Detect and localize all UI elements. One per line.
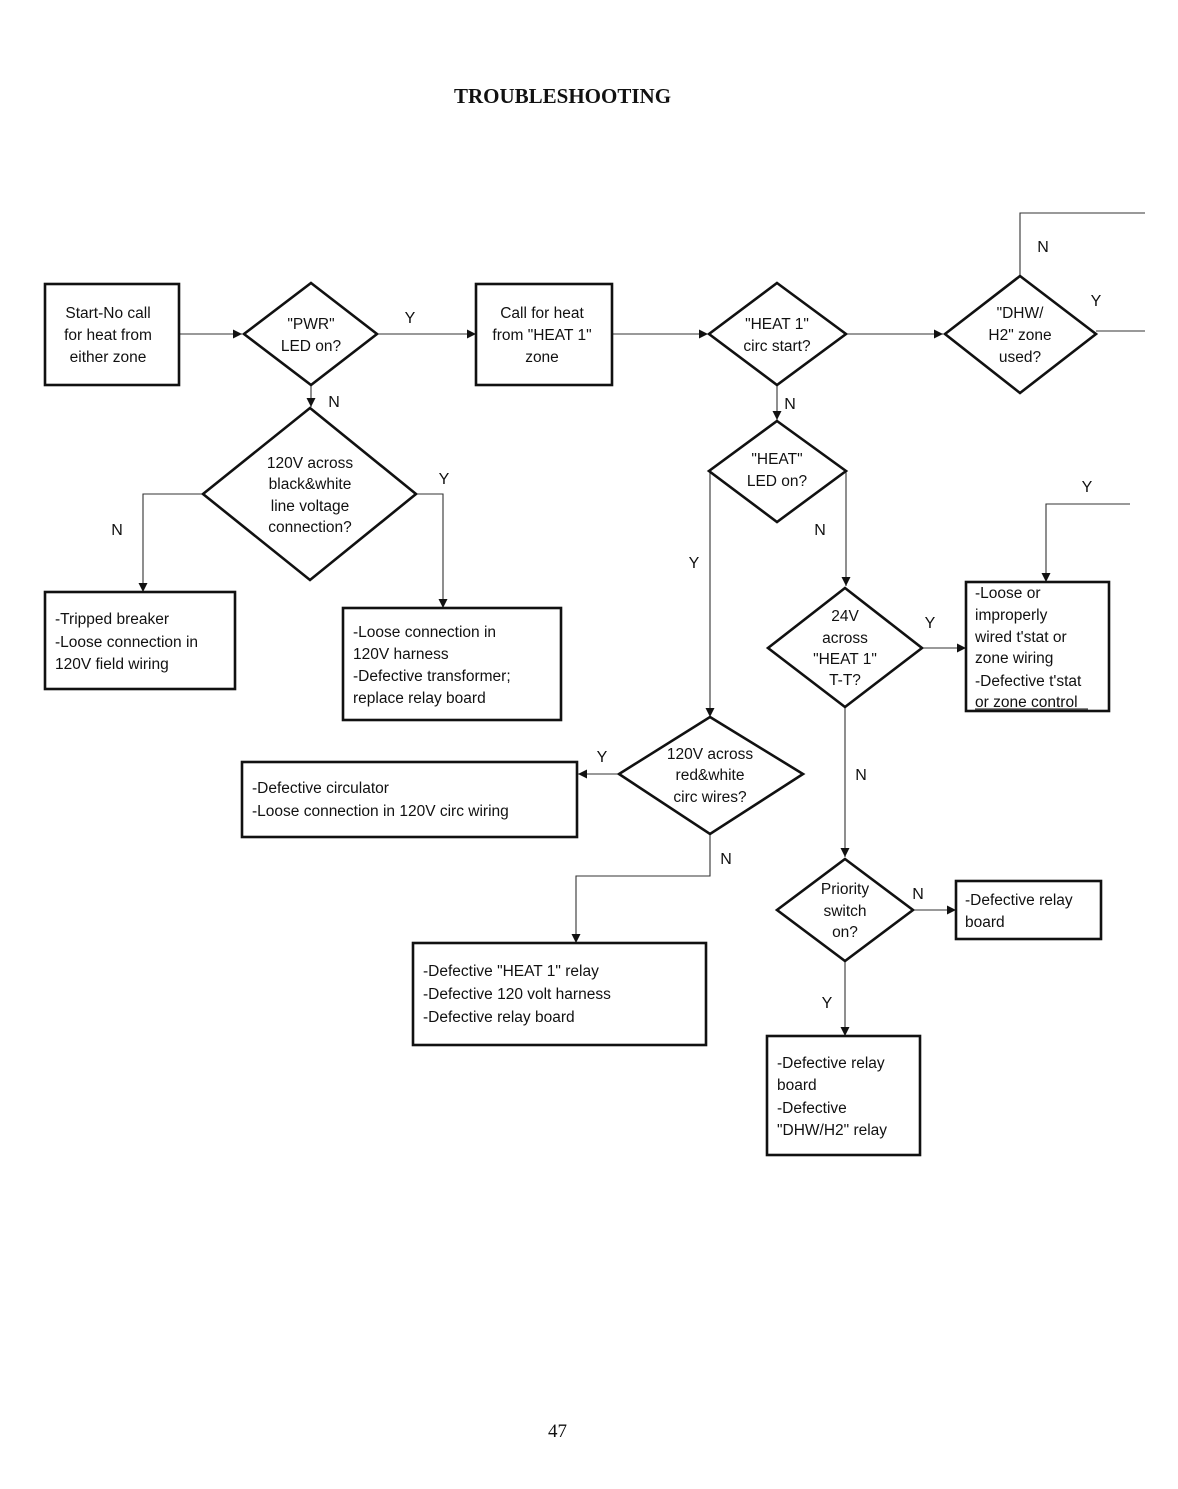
defective-heat1-line: -Defective "HEAT 1" relay bbox=[423, 963, 599, 980]
start-line: either zone bbox=[70, 349, 147, 366]
pwr-led-line: LED on? bbox=[281, 338, 342, 355]
dhw-zone-line: used? bbox=[999, 349, 1042, 366]
priority-switch-decision: Priority switch on? bbox=[774, 857, 916, 963]
dhw-zone-decision: "DHW/ H2" zone used? bbox=[942, 274, 1099, 395]
line-voltage-line: line voltage bbox=[271, 498, 349, 515]
tripped-breaker-line: -Loose connection in bbox=[55, 634, 198, 651]
defective-heat1-line: -Defective 120 volt harness bbox=[423, 986, 611, 1003]
heat-led-line: "HEAT" bbox=[751, 451, 802, 468]
24v-tt-line: "HEAT 1" bbox=[813, 651, 877, 668]
pwr-led-line: "PWR" bbox=[287, 316, 334, 333]
line-voltage-line: connection? bbox=[268, 519, 352, 536]
defective-relay-2-line: board bbox=[777, 1077, 817, 1094]
loose-harness-line: -Defective transformer; bbox=[353, 668, 511, 685]
start-line: for heat from bbox=[64, 327, 152, 344]
label-pwr-yes: Y bbox=[405, 310, 416, 327]
start-box: Start-No call for heat from either zone bbox=[43, 282, 181, 387]
heat-led-line: LED on? bbox=[747, 473, 808, 490]
label-120line-yes: Y bbox=[439, 471, 450, 488]
label-24v-yes: Y bbox=[925, 615, 936, 632]
line-voltage-line: 120V across bbox=[267, 455, 353, 472]
heat-led-decision: "HEAT" LED on? bbox=[706, 419, 849, 524]
priority-switch-line: Priority bbox=[821, 881, 869, 898]
circ-wires-line: circ wires? bbox=[673, 789, 747, 806]
loose-tstat-line: or zone control bbox=[975, 694, 1078, 711]
label-120line-no: N bbox=[111, 522, 123, 539]
loose-harness-line: replace relay board bbox=[353, 690, 486, 707]
loose-tstat-line: zone wiring bbox=[975, 650, 1053, 667]
label-120circ-yes: Y bbox=[597, 749, 608, 766]
label-pwr-no: N bbox=[328, 394, 340, 411]
defective-relay-box-1: -Defective relay board bbox=[954, 879, 1103, 941]
call-for-heat-box: Call for heat from "HEAT 1" zone bbox=[474, 282, 614, 387]
defective-relay-2-line: "DHW/H2" relay bbox=[777, 1122, 887, 1139]
label-dhw-no: N bbox=[1037, 239, 1049, 256]
defective-relay-2-line: -Defective bbox=[777, 1100, 847, 1117]
call-for-heat-line: from "HEAT 1" bbox=[492, 327, 591, 344]
defective-relay-box-2: -Defective relay board -Defective "DHW/H… bbox=[765, 1034, 922, 1157]
branch-labels: Y N N N Y N Y Y N Y Y N Y N N Y bbox=[111, 239, 1101, 1012]
tripped-breaker-box: -Tripped breaker -Loose connection in 12… bbox=[43, 590, 237, 691]
loose-harness-box: -Loose connection in 120V harness -Defec… bbox=[341, 606, 563, 722]
loose-tstat-box: -Loose or improperly wired t'stat or zon… bbox=[964, 580, 1111, 713]
loose-harness-line: -Loose connection in bbox=[353, 624, 496, 641]
defective-circulator-line: -Defective circulator bbox=[252, 780, 389, 797]
heat1-circ-decision: "HEAT 1" circ start? bbox=[706, 281, 849, 387]
page-title: TROUBLESHOOTING bbox=[453, 84, 672, 108]
defective-relay-1-line: board bbox=[965, 914, 1005, 931]
label-heatled-no: N bbox=[814, 522, 826, 539]
label-priority-no: N bbox=[912, 886, 924, 903]
priority-switch-line: on? bbox=[832, 924, 858, 941]
defective-circulator-box: -Defective circulator -Loose connection … bbox=[240, 760, 579, 839]
tripped-breaker-line: 120V field wiring bbox=[55, 656, 169, 673]
loose-tstat-line: improperly bbox=[975, 607, 1048, 624]
line-voltage-decision: 120V across black&white line voltage con… bbox=[200, 406, 419, 582]
loose-tstat-line: wired t'stat or bbox=[974, 629, 1067, 646]
dhw-zone-line: "DHW/ bbox=[997, 305, 1045, 322]
defective-heat1-relay-box: -Defective "HEAT 1" relay -Defective 120… bbox=[411, 941, 708, 1047]
24v-tt-line: T-T? bbox=[829, 672, 861, 689]
call-for-heat-line: Call for heat bbox=[500, 305, 584, 322]
connectors bbox=[138, 212, 1145, 1036]
edge-120line-no bbox=[138, 493, 203, 592]
heat1-circ-line: "HEAT 1" bbox=[745, 316, 809, 333]
heat1-circ-line: circ start? bbox=[743, 338, 811, 355]
label-heatled-yes: Y bbox=[689, 555, 700, 572]
circ-wires-line: 120V across bbox=[667, 746, 753, 763]
defective-relay-2-line: -Defective relay bbox=[777, 1055, 885, 1072]
defective-heat1-line: -Defective relay board bbox=[423, 1009, 575, 1026]
pwr-led-decision: "PWR" LED on? bbox=[241, 281, 380, 387]
defective-relay-1-line: -Defective relay bbox=[965, 892, 1073, 909]
label-priority-yes: Y bbox=[822, 995, 833, 1012]
circ-wires-line: red&white bbox=[676, 767, 745, 784]
line-voltage-line: black&white bbox=[269, 476, 352, 493]
24v-tt-line: across bbox=[822, 630, 868, 647]
circ-wires-decision: 120V across red&white circ wires? bbox=[616, 715, 806, 836]
label-dhw-yes: Y bbox=[1091, 293, 1102, 310]
start-line: Start-No call bbox=[65, 305, 150, 322]
call-for-heat-line: zone bbox=[525, 349, 559, 366]
page-number: 47 bbox=[548, 1421, 567, 1442]
tripped-breaker-line: -Tripped breaker bbox=[55, 611, 169, 628]
label-120circ-no: N bbox=[720, 851, 732, 868]
label-heat1-no: N bbox=[784, 396, 796, 413]
edge-120line-yes bbox=[416, 493, 448, 608]
edge-120circ-no bbox=[571, 834, 711, 943]
loose-tstat-line: -Loose or bbox=[975, 585, 1040, 602]
24v-tt-line: 24V bbox=[831, 608, 859, 625]
24v-tt-decision: 24V across "HEAT 1" T-T? bbox=[765, 586, 925, 709]
priority-switch-line: switch bbox=[823, 903, 866, 920]
loose-harness-line: 120V harness bbox=[353, 646, 449, 663]
edge-dhw-no bbox=[1019, 212, 1145, 276]
loose-tstat-line: -Defective t'stat bbox=[975, 673, 1082, 690]
dhw-zone-line: H2" zone bbox=[988, 327, 1051, 344]
defective-circulator-line: -Loose connection in 120V circ wiring bbox=[252, 803, 509, 820]
label-24v-no: N bbox=[855, 767, 867, 784]
label-incoming-yes: Y bbox=[1082, 479, 1093, 496]
edge-incoming-yes bbox=[1041, 503, 1130, 582]
